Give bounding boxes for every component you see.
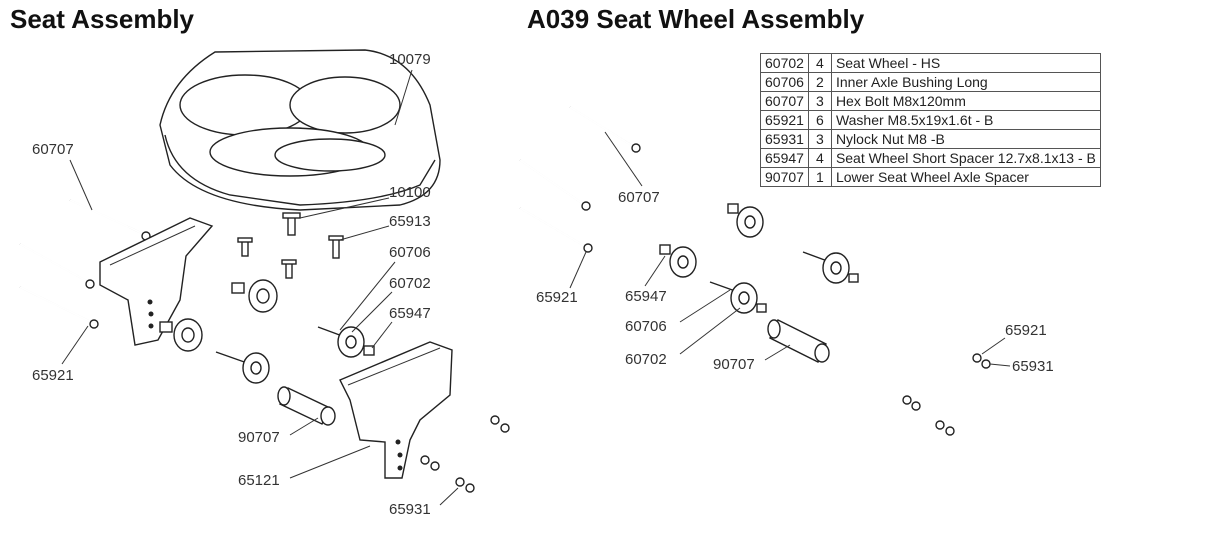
left-wheels [159,279,375,384]
table-row: 60706 2 Inner Axle Bushing Long [760,72,1101,92]
right-wheels [659,203,859,314]
seat-wheel-assembly-title: A039 Seat Wheel Assembly [527,4,865,34]
parts-table: 60702 4 Seat Wheel - HS 60706 2 Inner Ax… [760,53,1101,187]
seat-cushion [159,49,441,211]
callout-65921-right-left: 65921 [536,289,578,306]
table-row: 65921 6 Washer M8.5x19x1.6t - B [760,110,1101,130]
callout-65931-left: 65931 [389,501,431,518]
callout-65913: 65913 [389,213,431,230]
part-qty: 3 [807,129,832,149]
callout-90707-left: 90707 [238,429,280,446]
seat-bracket-upper [99,217,214,346]
part-number: 60706 [760,72,809,92]
callout-60707-left: 60707 [32,141,74,158]
table-row: 65947 4 Seat Wheel Short Spacer 12.7x8.1… [760,148,1101,168]
callout-60706-right: 60706 [625,318,667,335]
part-qty: 1 [807,167,832,187]
seat-screws [237,212,344,279]
callout-65931-right: 65931 [1012,358,1054,375]
part-description: Washer M8.5x19x1.6t - B [830,110,1101,130]
callout-65947-right: 65947 [625,288,667,305]
callout-60702-right: 60702 [625,351,667,368]
callout-10100: 10100 [389,184,431,201]
callout-10079: 10079 [389,51,431,68]
lower-axle-spacer-right [767,319,830,363]
callout-65947-left: 65947 [389,305,431,322]
table-row: 90707 1 Lower Seat Wheel Axle Spacer [760,167,1101,187]
callout-60706-left: 60706 [389,244,431,261]
seat-bracket-lower [339,341,453,479]
part-description: Inner Axle Bushing Long [830,72,1101,92]
part-description: Lower Seat Wheel Axle Spacer [830,167,1101,187]
part-number: 65931 [760,129,809,149]
callout-60707-right: 60707 [618,189,660,206]
nuts-right [902,353,991,436]
table-row: 65931 3 Nylock Nut M8 -B [760,129,1101,149]
right-callouts: 60707 65921 65947 60706 60702 90707 6592… [536,131,1054,375]
hex-bolts-right [519,106,641,253]
callout-65121: 65121 [238,472,280,489]
table-row: 60702 4 Seat Wheel - HS [760,53,1101,73]
left-callouts: 10079 60707 65921 10100 65913 60706 6070… [32,51,459,518]
part-description: Seat Wheel Short Spacer 12.7x8.1x13 - B [830,148,1101,168]
callout-60702-left: 60702 [389,275,431,292]
part-number: 90707 [760,167,809,187]
seat-assembly-title: Seat Assembly [10,4,195,34]
callout-65921-right: 65921 [1005,322,1047,339]
table-row: 60707 3 Hex Bolt M8x120mm [760,91,1101,111]
callout-65921-left: 65921 [32,367,74,384]
part-number: 60702 [760,53,809,73]
nuts-left [420,415,510,493]
lower-axle-spacer-left [277,386,336,426]
callout-90707-right: 90707 [713,356,755,373]
